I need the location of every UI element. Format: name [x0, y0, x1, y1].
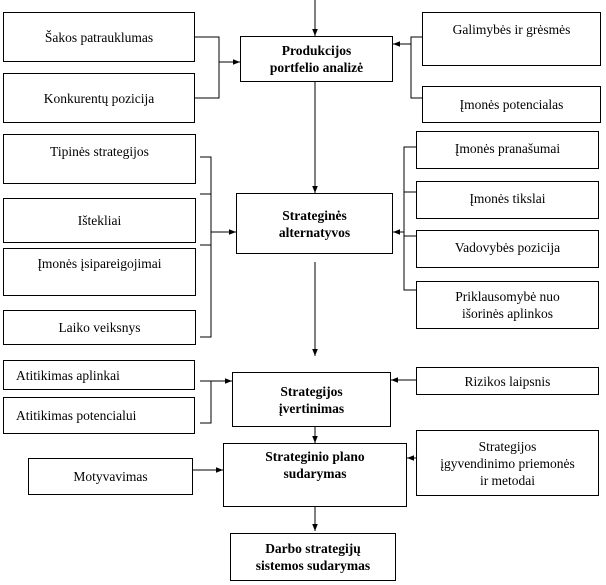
box-label: Rizikos laipsnis: [464, 373, 551, 389]
box-tipines-strategijos: Tipinės strategijos: [3, 134, 196, 184]
bracket-left-alternatives: [200, 156, 212, 338]
bracket-left-portfolio: [195, 36, 220, 99]
bracket-right-portfolio: [410, 36, 422, 99]
box-label: Strateginės alternatyvos: [278, 207, 351, 240]
box-rizikos-laipsnis: Rizikos laipsnis: [416, 367, 599, 395]
box-label: Motyvavimas: [73, 469, 148, 484]
box-atitikimas-potencialui: Atitikimas potencialui: [3, 397, 195, 434]
box-label: Strategijos įgyvendinimo priemonės ir me…: [440, 438, 575, 488]
box-label: Įmonės įsipareigojimai: [37, 256, 162, 271]
box-sakos-patrauklumas: Šakos patrauklumas: [3, 12, 195, 62]
box-label: Šakos patrauklumas: [44, 29, 154, 45]
box-konkurentu-pozicija: Konkurentų pozicija: [3, 73, 195, 123]
box-label: Įmonės potencialas: [459, 97, 564, 112]
box-imones-pranasumai: Įmonės pranašumai: [416, 131, 599, 169]
box-label: Darbo strategijų sistemos sudarymas: [255, 541, 371, 573]
bracket-left-evaluation: [200, 380, 212, 424]
box-label: Konkurentų pozicija: [43, 90, 155, 106]
box-strateginio-plano-sudarymas: Strateginio plano sudarymas: [223, 443, 407, 507]
box-produkcijos-portfelio-analize: Produkcijos portfelio analizė: [240, 36, 393, 82]
box-label: Atitikimas aplinkai: [16, 367, 120, 383]
box-label: Strategijos įvertinimas: [278, 383, 345, 416]
box-label: Galimybės ir grėsmės: [452, 22, 571, 37]
box-label: Tipinės strategijos: [50, 144, 149, 159]
box-istekliai: Ištekliai: [3, 198, 196, 243]
box-label: Įmonės tikslai: [469, 191, 546, 206]
box-darbo-strategiju-sistemos-sudarymas: Darbo strategijų sistemos sudarymas: [230, 533, 396, 581]
box-atitikimas-aplinkai: Atitikimas aplinkai: [3, 360, 195, 390]
box-strategines-alternatyvos: Strateginės alternatyvos: [236, 193, 393, 254]
box-label: Produkcijos portfelio analizė: [269, 43, 364, 75]
box-label: Priklausomybė nuo išorinės aplinkos: [455, 289, 560, 321]
box-strategijos-igyvendinimo-priemones: Strategijos įgyvendinimo priemonės ir me…: [416, 430, 599, 496]
box-imones-isipareigojimai: Įmonės įsipareigojimai: [3, 248, 196, 296]
box-galimybes-ir-gresmes: Galimybės ir grėsmės: [422, 12, 601, 66]
box-priklausomybe-nuo-isorines-aplinkos: Priklausomybė nuo išorinės aplinkos: [416, 281, 599, 329]
box-label: Laiko veiksnys: [58, 320, 141, 335]
box-label: Ištekliai: [77, 213, 122, 228]
box-label: Vadovybės pozicija: [454, 240, 561, 255]
box-strategijos-ivertinimas: Strategijos įvertinimas: [232, 372, 391, 427]
box-label: Atitikimas potencialui: [16, 408, 137, 423]
box-imones-tikslai: Įmonės tikslai: [416, 181, 599, 219]
box-motyvavimas: Motyvavimas: [28, 458, 193, 495]
bracket-right-alternatives: [403, 146, 416, 291]
box-imones-potencialas: Įmonės potencialas: [422, 86, 601, 123]
box-vadovybes-pozicija: Vadovybės pozicija: [416, 230, 599, 268]
box-laiko-veiksnys: Laiko veiksnys: [3, 310, 196, 345]
box-label: Strateginio plano sudarymas: [265, 449, 365, 481]
box-label: Įmonės pranašumai: [454, 141, 561, 156]
